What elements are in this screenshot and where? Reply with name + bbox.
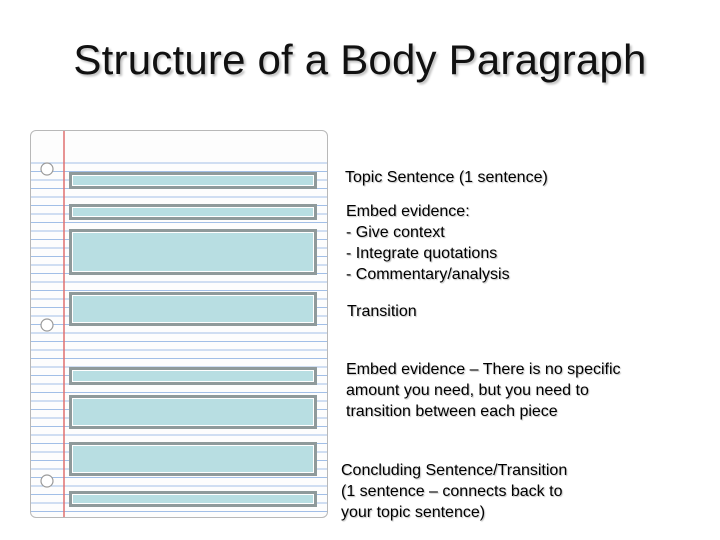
evidence-item: - Integrate quotations [346, 245, 498, 262]
evidence-item: - Give context [346, 224, 445, 241]
evidence-piece-one-box [69, 367, 317, 385]
label-embed-evidence-pieces: Embed evidence – There is no specific am… [346, 361, 621, 420]
transition-box [69, 292, 317, 326]
topic-sentence-box [69, 172, 317, 189]
binder-hole-middle [40, 318, 54, 332]
concluding-sentence-box [69, 491, 317, 507]
evidence-quotations-box [69, 229, 317, 275]
evidence-piece-two-box [69, 395, 317, 429]
label-topic-sentence: Topic Sentence (1 sentence) [345, 169, 548, 186]
label-concluding-sentence: Concluding Sentence/Transition (1 senten… [341, 462, 568, 521]
binder-hole-bottom [40, 474, 54, 488]
evidence-item: - Commentary/analysis [346, 266, 510, 283]
label-transition: Transition [347, 303, 417, 320]
label-embed-evidence: Embed evidence: - Give context - Integra… [346, 201, 510, 285]
evidence-heading: Embed evidence: [346, 203, 470, 220]
evidence-context-box [69, 204, 317, 220]
notebook-paper [30, 130, 328, 518]
binder-hole-top [40, 162, 54, 176]
slide-title: Structure of a Body Paragraph [73, 36, 647, 83]
evidence-piece-three-box [69, 442, 317, 476]
